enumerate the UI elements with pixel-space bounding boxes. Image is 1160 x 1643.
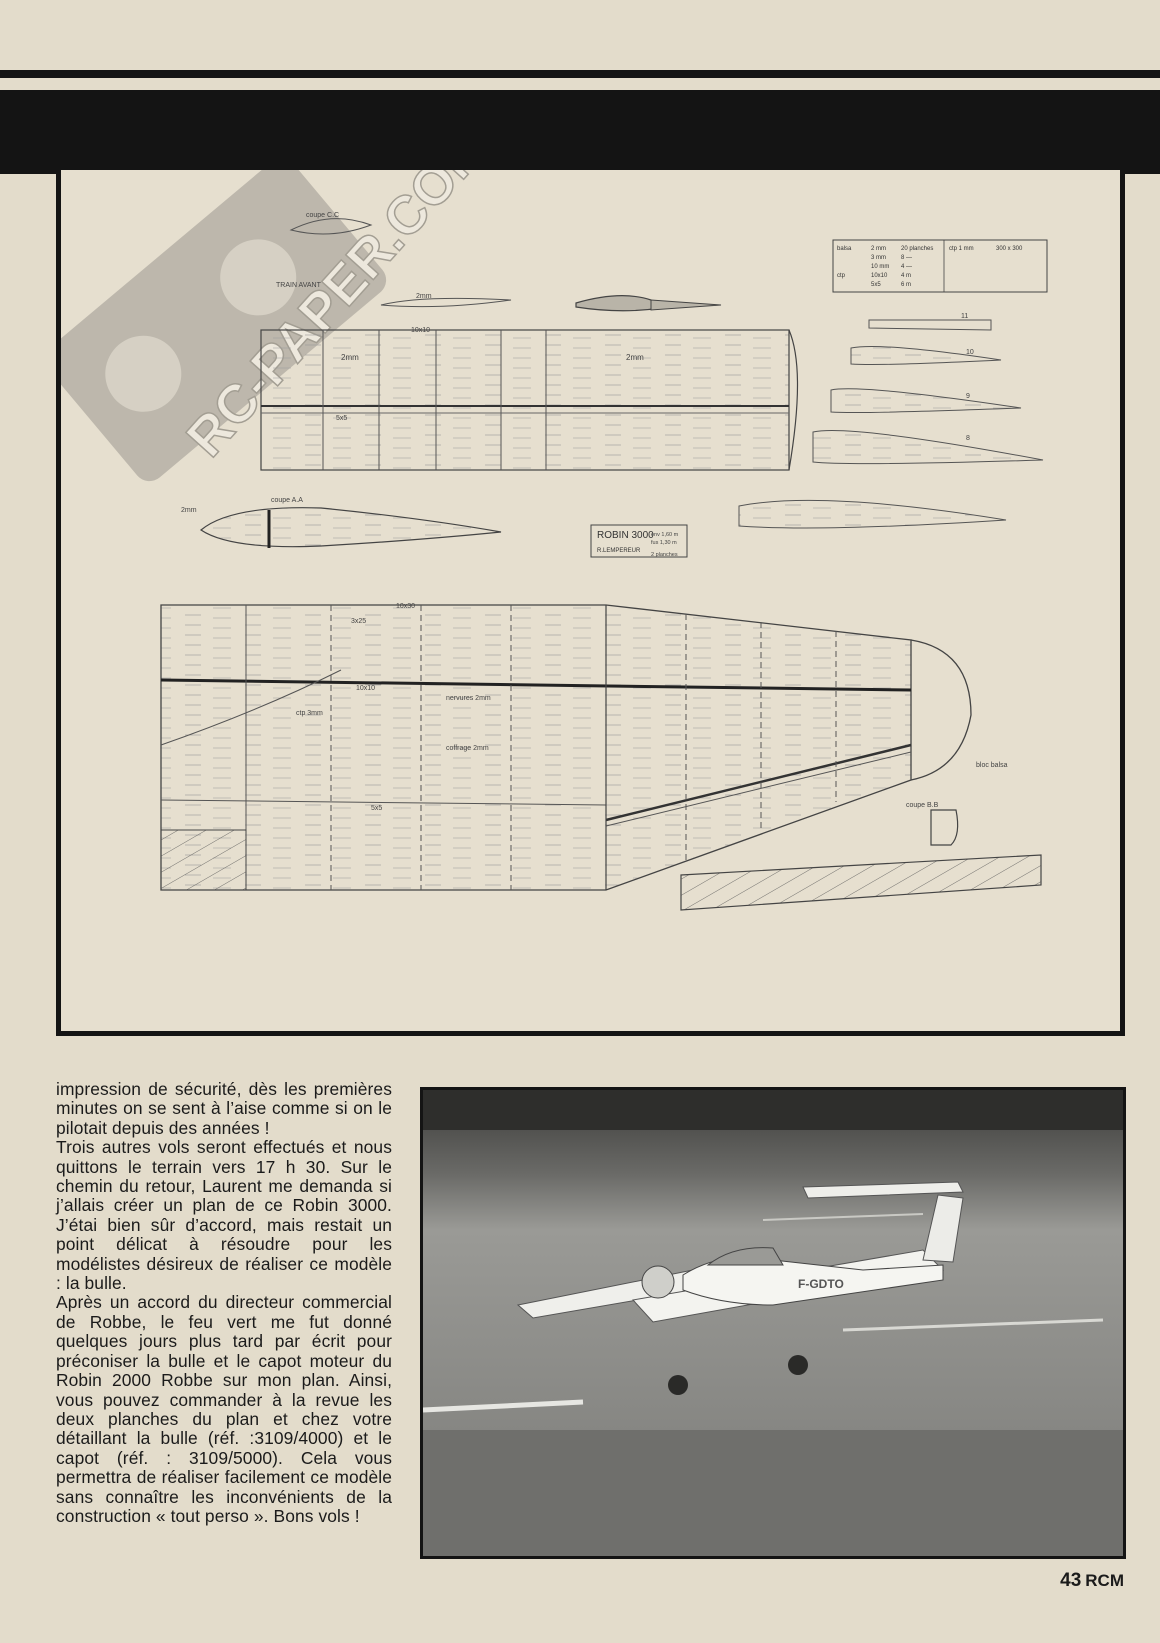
wing-skin-label: 2mm: [341, 353, 359, 362]
main-5x5-label: 5x5: [371, 805, 382, 812]
rib-10-label: 10: [966, 349, 974, 356]
train-avant-label: TRAIN AVANT: [276, 282, 322, 289]
plan-sheets: 2 planches: [651, 552, 678, 558]
aircraft: F-GDTO: [516, 1181, 964, 1395]
plan-length: fus 1,30 m: [651, 540, 677, 546]
rib-11-label: 11: [961, 313, 968, 320]
magazine-name: RCM: [1085, 1571, 1124, 1590]
material-legend: balsa 2 mm 20 planches ctp 1 mm 300 x 300 3 m…: [832, 239, 1048, 293]
coupe-b-section: coupe B.B: [906, 802, 959, 846]
legend-cell: 2 mm: [871, 246, 886, 252]
main-10x10-label: 10x10: [356, 685, 375, 692]
rib-9-label: 9: [966, 393, 970, 400]
article-text: impression de sécurité, dès les première…: [56, 1079, 392, 1526]
legend-cell: 4 —: [901, 264, 912, 270]
rib-8-label: 8: [966, 435, 970, 442]
legend-cell: 6 m: [901, 282, 911, 288]
legend-cell: balsa: [837, 246, 852, 252]
ctp-label: ctp 3mm: [296, 710, 323, 717]
aircraft-registration: F-GDTO: [798, 1277, 844, 1291]
header-rule-thin: [0, 70, 1160, 78]
wing-planform: 10x10 2mm 2mm 5x5: [260, 327, 799, 471]
legend-cell: 5x5: [871, 282, 881, 288]
main-spar-label: 10x30: [396, 603, 415, 610]
paragraph-2: Trois autres vols seront effectués et no…: [56, 1137, 392, 1294]
plan-span: env 1,60 m: [651, 532, 679, 538]
coffrage-label: coffrage 2mm: [446, 745, 489, 752]
legend-cell: ctp 1 mm: [949, 246, 974, 252]
coupe-c-label: coupe C.C: [306, 212, 339, 219]
legend-cell: 8 —: [901, 255, 912, 261]
coupe-a-2mm: 2mm: [181, 507, 197, 514]
main-wing-plan: 10x30 3x25 10x10 nervures 2mm coffrage 2…: [160, 603, 1008, 891]
coupe-c-section: coupe C.C TRAIN AVANT: [276, 212, 373, 289]
legend-cell: 20 planches: [901, 246, 933, 252]
wing-spar-label: 10x10: [411, 327, 430, 334]
paragraph-1: impression de sécurité, dès les première…: [56, 1079, 392, 1138]
title-block: ROBIN 3000 R.LEMPEREUR env 1,60 m fus 1,…: [590, 524, 688, 558]
label-2mm: 2mm: [416, 293, 432, 300]
legend-cell: 300 x 300: [996, 246, 1023, 252]
legend-cell: 4 m: [901, 273, 911, 279]
header-rule-thick: [0, 90, 1160, 174]
nervures-label: nervures 2mm: [446, 695, 491, 702]
wing-5x5-label: 5x5: [336, 415, 347, 422]
stabilizer-hatched: [680, 854, 1042, 911]
bloc-balsa-label: bloc balsa: [976, 762, 1008, 769]
photo-svg: F-GDTO: [423, 1090, 1123, 1556]
legend-cell: 10 mm: [871, 264, 889, 270]
coupe-b-label: coupe B.B: [906, 802, 939, 809]
coupe-a-section: coupe A.A 2mm: [181, 497, 502, 548]
wing-skin-label-2: 2mm: [626, 353, 644, 362]
page-number: 43: [1060, 1570, 1082, 1591]
paragraph-3: Après un accord du directeur commercial …: [56, 1292, 392, 1526]
rib-set: 11 10 9 8: [738, 313, 1044, 529]
plan-author: R.LEMPEREUR: [597, 548, 641, 554]
main-3x25-label: 3x25: [351, 618, 366, 625]
legend-cell: 3 mm: [871, 255, 886, 261]
plan-model-name: ROBIN 3000: [597, 530, 654, 541]
aircraft-photo: F-GDTO: [420, 1087, 1126, 1559]
legend-cell: ctp: [837, 273, 846, 279]
legend-cell: 10x10: [871, 273, 888, 279]
coupe-a-label: coupe A.A: [271, 497, 303, 504]
